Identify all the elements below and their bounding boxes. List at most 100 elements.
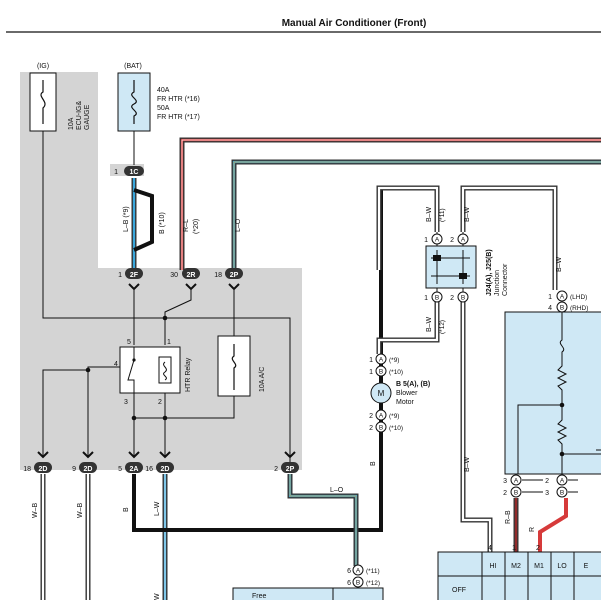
blower-symbol: M [378,389,385,398]
res-bot-b2[interactable] [556,486,568,498]
res-top-b-num: 4 [548,305,552,312]
wire-bw-d [461,302,492,552]
blower-pin1a[interactable] [375,353,387,365]
bat-fuse-icon [131,80,137,124]
switch-pin-num-1: 1 [512,545,516,552]
ig-fuse-label-a: 10A [68,117,75,130]
c2d-9-num: 9 [72,466,76,473]
switch-header-e: E [584,563,589,570]
wire-bw-top-outer [460,185,558,290]
c2a-5-connector[interactable] [125,462,143,473]
blower-pin2a[interactable] [375,409,387,421]
blower-name: B 5(A), (B) [396,381,430,388]
res-bot-a-num2: 2 [545,478,549,485]
c2d-16-num: 16 [145,466,153,473]
chevron-down-icon [128,283,140,291]
c1c-pin: 1C [130,169,139,176]
relay-pin-3: 3 [124,399,128,406]
res-bot-b-num: 2 [503,490,507,497]
junction-pin2-letter: A [461,237,466,244]
c1c-num: 1 [114,169,118,176]
wire-rl-stripe [181,139,601,270]
junction-pin3[interactable] [431,291,443,303]
blower-pin2b-letter: B [379,425,383,432]
junction-internal [431,250,470,284]
ig-tag: (IG) [37,63,49,70]
wire-label-rb: R–B [505,510,512,524]
relay-coil [158,356,172,384]
relay-label: HTR Relay [185,357,192,392]
page-title: Manual Air Conditioner (Front) [282,18,427,29]
c2p-top-num: 18 [214,272,222,279]
wire-lo [232,160,601,270]
c2d-18-connector[interactable] [34,462,52,473]
res-bot-a[interactable] [510,474,522,486]
c2p-2-num: 2 [274,466,278,473]
wire-label-lo-low: L–O [330,487,344,494]
relay-switch [127,347,135,393]
resistor-icon [556,312,568,474]
junction-pin4-num: 2 [450,295,454,302]
wire-bw-top [461,186,557,290]
switch-header-lo: LO [557,563,567,570]
bat-tag: (BAT) [124,63,142,70]
relay-pin-1: 1 [167,339,171,346]
chevron-down-icon [185,283,197,291]
switch-header-m1: M1 [534,563,544,570]
junction-dot [85,367,91,373]
wire-ac-to-relay [165,396,235,419]
chevron-down-icon [82,451,94,459]
wire-bw-d-outer [460,302,493,552]
wire-label-bw-b: B–W [464,206,471,222]
ig-fuse-label-b: ECU-IG& [76,101,83,131]
free-label: Free [252,593,267,600]
res-top-b-note: (RHD) [570,305,588,312]
blower-sub1: Blower [396,390,418,397]
lower-conn-a-note: (*11) [366,568,380,575]
switch-pin-num-4: 4 [488,545,492,552]
junction-pin2-num: 2 [450,237,454,244]
gray-panel [20,72,302,470]
c2p-top-connector[interactable] [225,268,243,279]
resistor-block-box [504,311,601,475]
res-bot-a-letter: A [514,478,519,485]
junction-pin4[interactable] [457,291,469,303]
lower-conn-b-pin: B [356,580,360,587]
junction-pin3-num: 1 [424,295,428,302]
wire-label-bw-e: B–W [556,256,563,272]
wire-label-b10: B (*10) [159,212,166,234]
c2f-connector[interactable] [125,268,143,279]
blower-sub2: Motor [396,399,415,406]
relay-coil-icon [163,361,167,381]
bat-line1: 40A [157,87,170,94]
switch-pin-num-2: 2 [536,545,540,552]
relay-pin-4: 4 [114,361,118,368]
res-top-b-letter: B [560,305,564,312]
c1c-connector[interactable] [124,166,144,176]
c2d-16-connector[interactable] [156,462,174,473]
c2d-9-connector[interactable] [79,462,97,473]
wire-label-s12: (*12) [439,320,446,334]
junction-pin1[interactable] [431,233,443,245]
c2p-2-connector[interactable] [281,462,299,473]
c2r-connector[interactable] [182,268,200,279]
junction-pin2[interactable] [457,233,469,245]
res-bot-b[interactable] [510,486,522,498]
lower-conn-a-pin: A [356,568,361,575]
wire-lo-stripe [233,161,601,270]
lower-conn-a-num: 6 [347,568,351,575]
res-bot-b-letter: B [514,490,518,497]
blower-pin2a-num: 2 [369,413,373,420]
relay-pin-5: 5 [127,339,131,346]
wire-label-w-bottom: W [154,593,161,600]
junction-sub1: Junction [494,270,501,296]
res-top-a[interactable] [556,290,568,302]
bat-line3: 50A [157,105,170,112]
blower-pin2b[interactable] [375,421,387,433]
res-bot-a2[interactable] [556,474,568,486]
c2a-5-pin: 2A [130,466,139,473]
lower-conn-a[interactable] [352,564,364,576]
blower-pin1b[interactable] [375,365,387,377]
